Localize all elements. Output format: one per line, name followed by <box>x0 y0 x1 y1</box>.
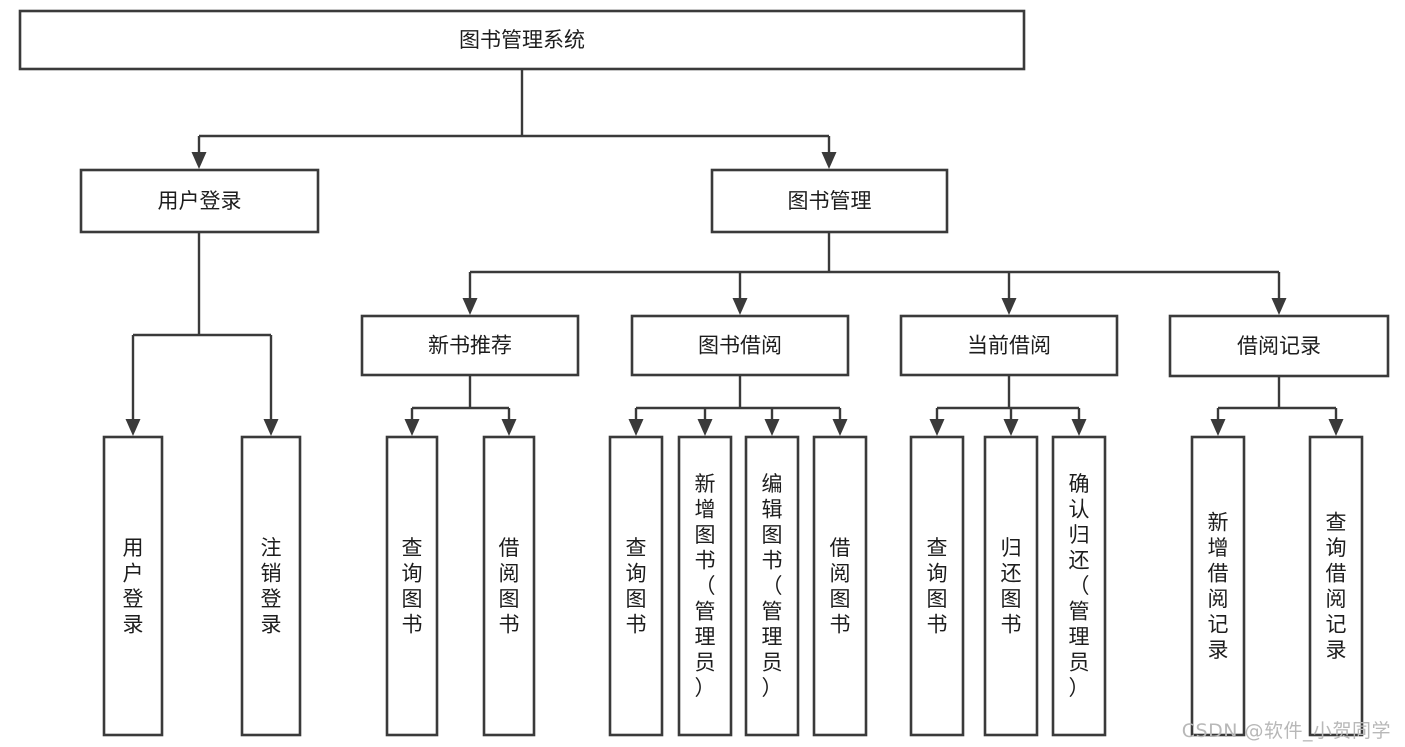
connectors-layer <box>125 69 1344 436</box>
node-book-borrow[interactable]: 图书借阅 <box>630 314 850 377</box>
node-box-leaf-query-book-c <box>909 435 965 737</box>
node-box-root <box>18 9 1026 71</box>
node-box-leaf-query-record <box>1308 435 1364 737</box>
node-label-book-manage: 图书管理 <box>788 189 872 213</box>
node-label-book-borrow: 图书借阅 <box>698 334 782 358</box>
node-box-leaf-query-book-rec <box>385 435 439 737</box>
node-leaf-add-record[interactable]: 新增借阅记录 <box>1190 435 1246 737</box>
connector-root <box>191 69 837 169</box>
node-label-borrow-record: 借阅记录 <box>1237 334 1321 358</box>
csdn-watermark: CSDN @软件_小贺同学 <box>1181 720 1391 742</box>
node-box-leaf-query-book-b <box>608 435 664 737</box>
node-leaf-user-login[interactable]: 用户登录 <box>102 435 164 737</box>
node-label-leaf-query-record: 查询借阅记录 <box>1326 510 1347 662</box>
node-label-leaf-confirm-return: 确认归还（管理员） <box>1069 472 1090 700</box>
node-box-leaf-return-book <box>983 435 1039 737</box>
node-current-borrow[interactable]: 当前借阅 <box>899 314 1119 377</box>
node-label-leaf-user-login: 用户登录 <box>123 536 144 637</box>
node-leaf-logout[interactable]: 注销登录 <box>240 435 302 737</box>
node-leaf-query-book-rec[interactable]: 查询图书 <box>385 435 439 737</box>
node-leaf-query-book-b[interactable]: 查询图书 <box>608 435 664 737</box>
connector-book-manage <box>462 232 1287 315</box>
node-label-leaf-add-book: 新增图书（管理员） <box>695 472 716 700</box>
node-leaf-add-book[interactable]: 新增图书（管理员） <box>677 435 733 737</box>
connector-borrow-record <box>1210 376 1344 436</box>
node-box-current-borrow <box>899 314 1119 377</box>
node-label-leaf-logout: 注销登录 <box>261 536 282 637</box>
node-box-leaf-add-record <box>1190 435 1246 737</box>
node-leaf-return-book[interactable]: 归还图书 <box>983 435 1039 737</box>
connector-book-borrow <box>628 375 848 436</box>
node-label-leaf-edit-book: 编辑图书（管理员） <box>762 472 783 700</box>
node-leaf-query-record[interactable]: 查询借阅记录 <box>1308 435 1364 737</box>
node-leaf-edit-book[interactable]: 编辑图书（管理员） <box>744 435 800 737</box>
node-box-leaf-add-book <box>677 435 733 737</box>
node-box-book-manage <box>710 168 949 234</box>
node-leaf-confirm-return[interactable]: 确认归还（管理员） <box>1051 435 1107 737</box>
node-box-leaf-edit-book <box>744 435 800 737</box>
node-label-new-book-rec: 新书推荐 <box>428 334 512 358</box>
node-box-user-login <box>79 168 320 234</box>
node-label-leaf-query-book-rec: 查询图书 <box>402 536 423 637</box>
node-label-current-borrow: 当前借阅 <box>967 334 1051 358</box>
node-label-leaf-query-book-c: 查询图书 <box>927 536 948 637</box>
connector-user-login <box>125 232 279 436</box>
node-box-leaf-user-login <box>102 435 164 737</box>
nodes-layer: 图书管理系统用户登录图书管理新书推荐图书借阅当前借阅借阅记录用户登录注销登录查询… <box>18 9 1390 737</box>
node-leaf-query-book-c[interactable]: 查询图书 <box>909 435 965 737</box>
node-label-user-login: 用户登录 <box>158 189 242 213</box>
node-user-login[interactable]: 用户登录 <box>79 168 320 234</box>
node-label-leaf-add-record: 新增借阅记录 <box>1208 510 1229 662</box>
node-label-leaf-borrow-book-rec: 借阅图书 <box>499 536 520 637</box>
node-root[interactable]: 图书管理系统 <box>18 9 1026 71</box>
node-borrow-record[interactable]: 借阅记录 <box>1168 314 1390 378</box>
node-label-root: 图书管理系统 <box>459 28 585 52</box>
node-box-leaf-confirm-return <box>1051 435 1107 737</box>
connector-current-borrow <box>929 375 1087 436</box>
node-box-leaf-logout <box>240 435 302 737</box>
connector-new-book-rec <box>404 375 517 436</box>
node-box-book-borrow <box>630 314 850 377</box>
node-label-leaf-borrow-book-b: 借阅图书 <box>830 536 851 637</box>
node-box-leaf-borrow-book-b <box>812 435 868 737</box>
node-leaf-borrow-book-b[interactable]: 借阅图书 <box>812 435 868 737</box>
node-box-new-book-rec <box>360 314 580 377</box>
node-box-leaf-borrow-book-rec <box>482 435 536 737</box>
node-box-borrow-record <box>1168 314 1390 378</box>
node-leaf-borrow-book-rec[interactable]: 借阅图书 <box>482 435 536 737</box>
node-label-leaf-return-book: 归还图书 <box>1001 536 1022 637</box>
node-book-manage[interactable]: 图书管理 <box>710 168 949 234</box>
node-label-leaf-query-book-b: 查询图书 <box>626 536 647 637</box>
node-new-book-rec[interactable]: 新书推荐 <box>360 314 580 377</box>
